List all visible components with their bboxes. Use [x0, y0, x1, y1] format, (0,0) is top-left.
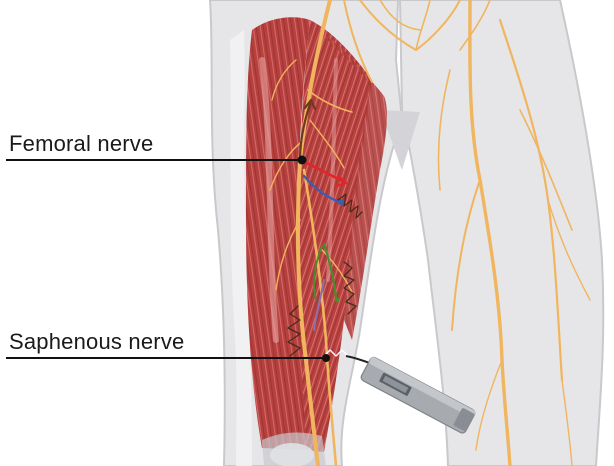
green-arrow-dot — [335, 298, 340, 303]
saphenous-nerve-label: Saphenous nerve — [9, 329, 184, 355]
patella — [270, 443, 314, 466]
saphenous-callout-dot — [322, 354, 330, 362]
femoral-callout-dot — [298, 156, 307, 165]
femoral-nerve-label: Femoral nerve — [9, 131, 153, 157]
thigh-muscles — [246, 17, 387, 466]
